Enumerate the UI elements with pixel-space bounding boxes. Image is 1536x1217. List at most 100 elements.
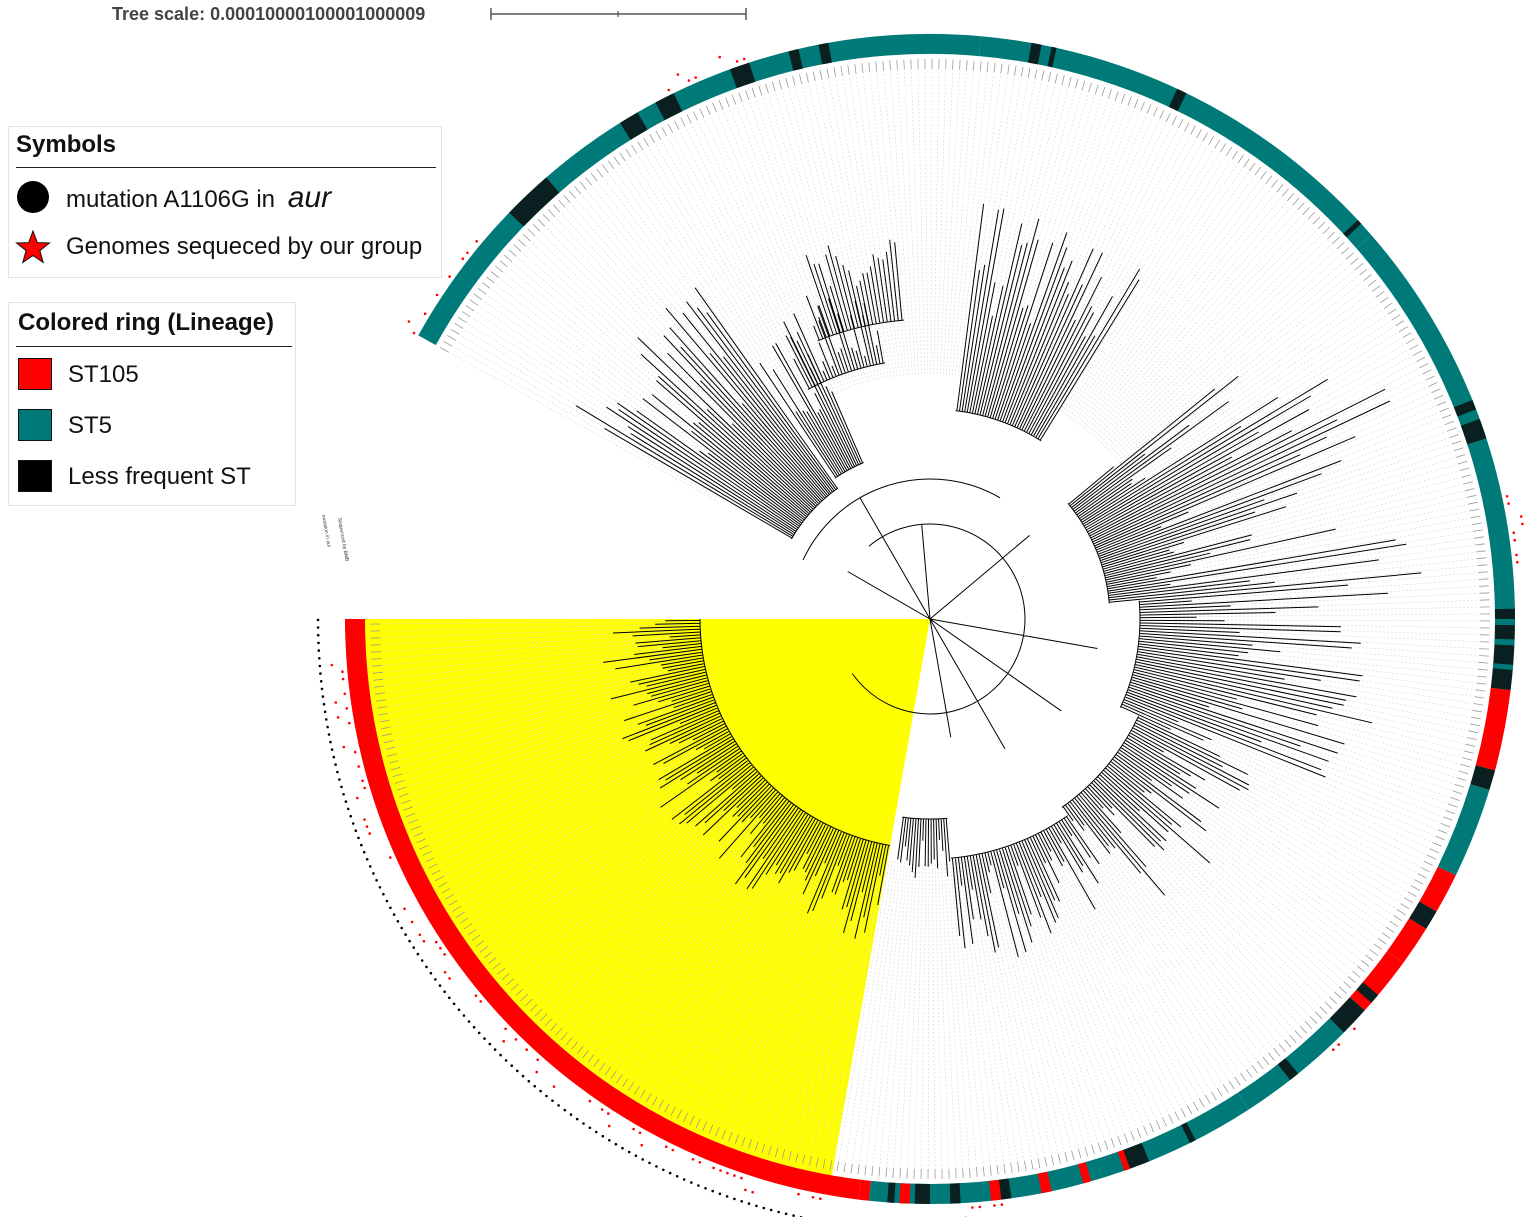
star-marker: [797, 1192, 800, 1196]
legend-divider: [16, 167, 436, 168]
legend-item-mutation: mutation A1106G in aur: [66, 181, 331, 215]
circle-marker: [711, 1189, 714, 1193]
circle-marker: [365, 858, 369, 861]
star-marker: [461, 257, 465, 261]
circle-marker: [575, 1117, 579, 1121]
ring-segment-less: [1028, 42, 1042, 65]
circle-marker: [755, 1204, 758, 1208]
ring-segment-st105: [899, 1183, 911, 1204]
circle-marker: [762, 1206, 766, 1210]
circle-marker: [425, 965, 428, 969]
circle-marker: [718, 1192, 722, 1196]
circle-marker: [429, 971, 433, 975]
star-marker: [600, 1108, 604, 1111]
circle-marker: [634, 1154, 638, 1157]
star-marker: [535, 1070, 538, 1074]
star-marker: [811, 1196, 815, 1199]
star-marker: [474, 994, 478, 997]
star-marker: [719, 1169, 722, 1172]
star-marker: [676, 73, 680, 76]
ring-segment-st105: [1037, 1171, 1052, 1194]
circle-marker: [655, 1165, 658, 1168]
circle-marker: [545, 1094, 548, 1098]
symbol-marker-rings: [316, 55, 1524, 1217]
star-marker: [694, 76, 697, 79]
circle-marker: [588, 1126, 592, 1130]
star-marker: [552, 1085, 556, 1088]
ring-segment-st5: [418, 62, 756, 346]
circle-marker: [704, 1187, 707, 1190]
ring-segment-st5: [979, 36, 1372, 249]
star-marker: [435, 940, 438, 944]
star-marker: [1507, 502, 1510, 505]
circle-marker: [420, 959, 424, 962]
circle-marker: [317, 641, 320, 645]
tree-scale-label: Tree scale: 0.00010000100001000009: [112, 4, 426, 24]
star-marker: [422, 939, 426, 943]
circle-marker: [357, 836, 360, 840]
legend-item-st5: ST5: [68, 412, 113, 439]
star-marker: [357, 765, 361, 768]
circle-marker: [510, 1064, 513, 1067]
star-marker-icon: [15, 230, 51, 264]
circle-marker: [316, 633, 320, 637]
ring-segment-less: [1356, 982, 1379, 1003]
circle-marker: [392, 913, 396, 916]
circle-marker: [682, 1178, 686, 1181]
ring-segment-less: [1329, 997, 1365, 1033]
star-marker: [733, 1174, 736, 1177]
ring-segment-less: [1168, 88, 1187, 112]
legend-item-st105: ST105: [68, 361, 139, 388]
star-marker: [735, 60, 739, 63]
circle-marker: [396, 920, 400, 923]
circle-marker: [382, 892, 385, 896]
symbols-legend-title: Symbols: [16, 131, 117, 158]
star-marker: [363, 786, 367, 790]
star-marker: [341, 677, 345, 681]
ring-segment-less: [1277, 1058, 1299, 1080]
legend-item-mutation-gene: aur: [287, 181, 332, 214]
star-marker: [742, 57, 746, 61]
star-marker: [640, 1143, 643, 1147]
star-marker: [740, 1176, 743, 1180]
ring-segment-st5: [1494, 638, 1515, 646]
circle-marker: [452, 1002, 456, 1006]
circle-marker: [483, 1037, 486, 1040]
circle-marker: [319, 680, 323, 683]
circle-marker: [372, 872, 375, 875]
star-marker: [514, 1038, 518, 1041]
star-marker: [744, 1188, 747, 1192]
ring-segment-st105: [858, 1179, 871, 1201]
ring-segment-less: [1490, 608, 1515, 691]
circle-marker: [329, 740, 332, 744]
circle-marker: [332, 755, 336, 759]
circle-marker: [675, 1175, 679, 1178]
symbols-legend: Symbols mutation A1106G in aur Genomes s…: [8, 126, 442, 278]
legend-item-mutation-label: mutation A1106G in: [66, 186, 282, 213]
circle-marker: [368, 865, 372, 868]
lineage-legend: Colored ring (Lineage) ST105 ST5 Less fr…: [8, 302, 296, 506]
circle-marker: [668, 1171, 672, 1175]
star-marker: [632, 1127, 635, 1131]
ring-segment-st5: [1437, 784, 1490, 876]
star-marker: [345, 707, 349, 710]
circle-marker: [539, 1089, 542, 1093]
circle-marker: [504, 1059, 508, 1062]
circle-marker: [457, 1008, 461, 1012]
circle-marker: [648, 1161, 651, 1165]
circle-marker: [697, 1184, 700, 1187]
circle-marker: [569, 1113, 573, 1116]
lineage-legend-title: Colored ring (Lineage): [18, 309, 275, 336]
circle-marker: [627, 1150, 631, 1154]
ring-label-mutation: mutation in aur: [320, 514, 332, 548]
star-marker: [638, 1131, 642, 1135]
star-marker: [1337, 1043, 1340, 1046]
circle-marker: [389, 906, 392, 910]
ring-segment-less: [620, 112, 648, 140]
star-marker: [363, 818, 366, 821]
circle-marker: [557, 1104, 560, 1107]
star-marker: [1519, 515, 1523, 518]
tree-branches: [575, 203, 1422, 958]
star-marker: [607, 1124, 611, 1128]
ring-segment-less: [1181, 1122, 1196, 1143]
